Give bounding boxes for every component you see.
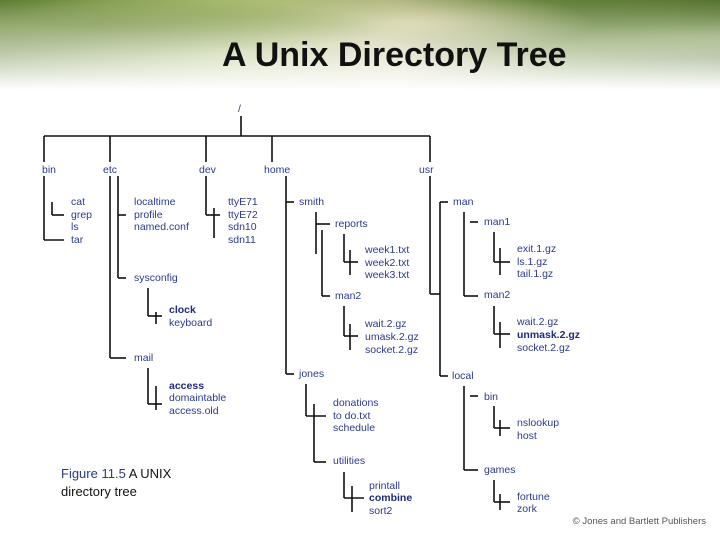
node-week1: week1.txt [365, 244, 410, 256]
node-smith: smith [299, 196, 325, 208]
slide-title: A Unix Directory Tree [222, 36, 567, 74]
node-tail: tail.1.gz [517, 268, 554, 280]
header-banner-image [0, 0, 720, 90]
node-sysconfig: sysconfig [134, 272, 178, 284]
node-root: / [238, 103, 241, 115]
node-fortune: fortune [517, 491, 550, 503]
node-ttye72: ttyE72 [228, 209, 258, 221]
node-combine: combine [369, 492, 413, 504]
node-sdn10: sdn10 [228, 221, 257, 233]
node-socket-usr: socket.2.gz [517, 342, 571, 354]
node-access: access [169, 380, 205, 392]
node-umask-home: umask.2.gz [365, 331, 419, 343]
node-todo: to do.txt [333, 410, 371, 422]
node-games: games [484, 464, 516, 476]
node-named-conf: named.conf [134, 221, 189, 233]
publisher-credit: © Jones and Bartlett Publishers [572, 516, 706, 527]
node-reports: reports [335, 218, 368, 230]
node-localtime: localtime [134, 196, 176, 208]
node-tar: tar [71, 234, 84, 246]
node-ls1: ls.1.gz [517, 256, 548, 268]
node-local: local [452, 370, 474, 382]
node-cat: cat [71, 196, 86, 208]
node-zork: zork [517, 503, 537, 515]
node-grep: grep [71, 209, 93, 221]
node-wait-usr: wait.2.gz [517, 316, 559, 328]
node-bin: bin [42, 164, 57, 176]
node-week2: week2.txt [365, 257, 410, 269]
node-mail: mail [134, 352, 154, 364]
node-dev: dev [199, 164, 216, 176]
figure-number: Figure 11.5 [61, 466, 126, 481]
node-jones: jones [299, 368, 325, 380]
node-schedule: schedule [333, 422, 376, 434]
node-man2-home: man2 [335, 290, 362, 302]
node-printall: printall [369, 480, 400, 492]
node-donations: donations [333, 397, 379, 409]
figure-caption: Figure 11.5 A UNIX directory tree [61, 465, 211, 501]
node-domaintable: domaintable [169, 392, 227, 404]
node-keyboard: keyboard [169, 317, 213, 329]
node-socket-home: socket.2.gz [365, 344, 419, 356]
node-man1: man1 [484, 216, 511, 228]
node-week3: week3.txt [365, 269, 410, 281]
node-host: host [517, 430, 537, 442]
node-nslookup: nslookup [517, 417, 560, 429]
node-exit: exit.1.gz [517, 243, 557, 255]
node-wait-home: wait.2.gz [365, 318, 407, 330]
node-bin-local: bin [484, 391, 499, 403]
node-clock: clock [169, 304, 196, 316]
node-ls: ls [71, 221, 79, 233]
node-man2-usr: man2 [484, 289, 511, 301]
node-home: home [264, 164, 291, 176]
node-unmask-usr: unmask.2.gz [517, 329, 581, 341]
node-usr: usr [419, 164, 434, 176]
node-etc: etc [103, 164, 118, 176]
figure-caption-text: A UNIX directory tree [61, 466, 172, 499]
node-sdn11: sdn11 [228, 234, 256, 246]
node-profile: profile [134, 209, 163, 221]
node-sort2: sort2 [369, 505, 393, 517]
node-access-old: access.old [169, 405, 219, 417]
node-man: man [453, 196, 474, 208]
node-ttye71: ttyE71 [228, 196, 258, 208]
node-utilities: utilities [333, 455, 366, 467]
